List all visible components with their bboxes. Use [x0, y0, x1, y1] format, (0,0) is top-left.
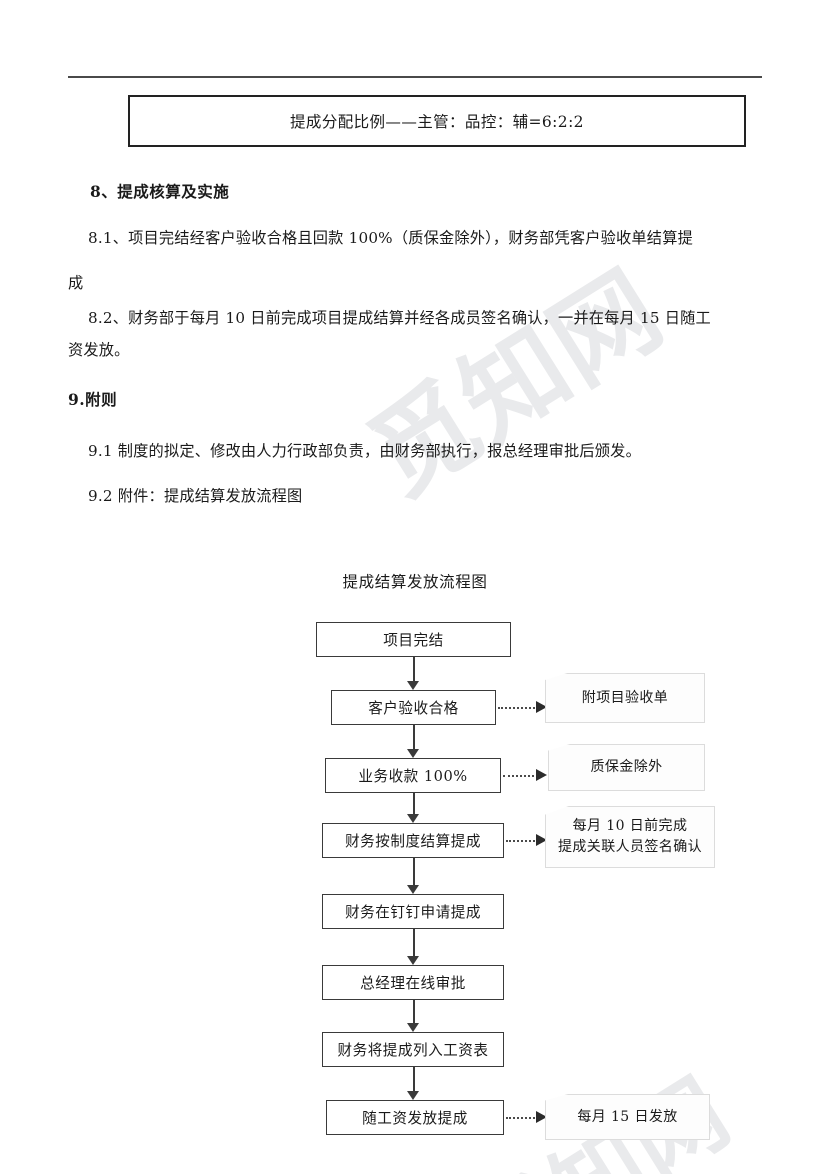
ratio-box: 提成分配比例——主管：品控：辅=6:2:2	[128, 95, 746, 147]
flow-node-label: 总经理在线审批	[360, 975, 466, 992]
flow-note-line-1: 附项目验收单	[581, 689, 669, 706]
section-heading-9: 9.附则	[68, 390, 118, 409]
flow-node-label: 项目完结	[383, 632, 444, 649]
note-arrow-2-icon	[536, 769, 547, 781]
flow-connector-2	[413, 725, 415, 749]
flow-note-payout-date: 每月 15 日发放	[545, 1094, 710, 1140]
note-connector-2	[503, 775, 538, 777]
flow-node-add-to-payroll: 财务将提成列入工资表	[322, 1032, 504, 1067]
flow-connector-3	[413, 793, 415, 814]
paragraph-9-1: 9.1 制度的拟定、修改由人力行政部负责，由财务部执行，报总经理审批后颁发。	[88, 442, 641, 460]
flow-note-line-2: 提成关联人员签名确认	[558, 839, 702, 855]
flow-node-label: 财务按制度结算提成	[345, 833, 481, 850]
note-arrow-4-icon	[536, 1111, 547, 1123]
flow-connector-1	[413, 657, 415, 681]
flow-arrow-1-icon	[407, 681, 419, 690]
flow-arrow-5-icon	[407, 956, 419, 965]
ratio-box-text: 提成分配比例——主管：品控：辅=6:2:2	[290, 113, 584, 131]
flow-connector-5	[413, 929, 415, 956]
flow-node-finance-settlement: 财务按制度结算提成	[322, 823, 504, 858]
flow-node-project-complete: 项目完结	[316, 622, 511, 657]
flow-node-label: 财务在钉钉申请提成	[345, 904, 481, 921]
note-connector-4	[506, 1117, 538, 1119]
flow-arrow-7-icon	[407, 1091, 419, 1100]
flow-node-label: 业务收款 100%	[358, 768, 468, 785]
flow-note-warranty-excluded: 质保金除外	[548, 744, 705, 791]
flow-note-line-1: 每月 10 日前完成	[572, 818, 688, 834]
paragraph-8-2-line-2: 资发放。	[68, 341, 130, 359]
flow-connector-7	[413, 1067, 415, 1091]
flow-node-gm-approval: 总经理在线审批	[322, 965, 504, 1000]
flow-node-customer-acceptance: 客户验收合格	[331, 690, 496, 725]
flow-node-dingtalk-application: 财务在钉钉申请提成	[322, 894, 504, 929]
note-connector-3	[506, 840, 538, 842]
flow-connector-4	[413, 858, 415, 885]
flow-node-label: 财务将提成列入工资表	[337, 1042, 489, 1059]
flow-node-payment-received: 业务收款 100%	[325, 758, 501, 793]
flow-note-line-1: 每月 15 日发放	[577, 1108, 678, 1125]
flow-note-monthly-deadline: 每月 10 日前完成 提成关联人员签名确认	[545, 806, 715, 868]
header-rule	[68, 76, 762, 78]
flow-node-label: 客户验收合格	[368, 700, 459, 717]
flow-connector-6	[413, 1000, 415, 1023]
flow-arrow-3-icon	[407, 814, 419, 823]
paragraph-8-1-line-2: 成	[68, 274, 84, 292]
flow-arrow-2-icon	[407, 749, 419, 758]
flow-note-acceptance-form: 附项目验收单	[545, 673, 705, 723]
note-arrow-3-icon	[536, 834, 547, 846]
paragraph-9-2: 9.2 附件：提成结算发放流程图	[88, 487, 303, 505]
flow-node-pay-with-salary: 随工资发放提成	[326, 1100, 504, 1135]
paragraph-8-1-line-1: 8.1、项目完结经客户验收合格且回款 100%（质保金除外），财务部凭客户验收单…	[88, 229, 693, 247]
note-connector-1	[498, 707, 538, 709]
flow-arrow-4-icon	[407, 885, 419, 894]
paragraph-8-2-line-1: 8.2、财务部于每月 10 日前完成项目提成结算并经各成员签名确认，一并在每月 …	[88, 309, 711, 327]
flowchart-title: 提成结算发放流程图	[342, 573, 488, 591]
flow-node-label: 随工资发放提成	[362, 1110, 468, 1127]
flow-note-line-1: 质保金除外	[590, 759, 663, 775]
watermark-main: 觅知网	[348, 247, 684, 520]
section-heading-8: 8、提成核算及实施	[90, 182, 230, 201]
note-arrow-1-icon	[536, 701, 547, 713]
flow-arrow-6-icon	[407, 1023, 419, 1032]
